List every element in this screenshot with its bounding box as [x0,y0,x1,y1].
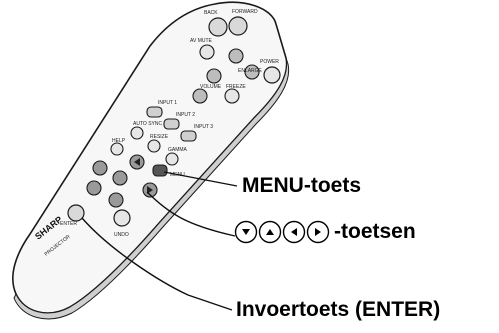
gamma-button[interactable] [165,152,179,166]
input-buttons: INPUT 1 INPUT 2 INPUT 3 [146,100,213,142]
power-label: POWER [260,59,279,65]
freeze-label: FREEZE [226,84,246,90]
input2-button[interactable] [163,118,180,130]
resize-button[interactable] [147,139,161,153]
av-mute-label: AV MUTE [190,38,213,44]
power-button[interactable] [263,66,281,84]
av-mute-button[interactable] [199,44,215,60]
back-button[interactable] [208,17,228,37]
input1-label: INPUT 1 [158,100,177,106]
enlarge-label: ENLARGE [238,68,263,74]
forward-button[interactable] [228,16,248,36]
auto-sync-label: AUTO SYNC [133,121,162,127]
freeze-button[interactable] [224,88,240,104]
input3-label: INPUT 3 [194,124,213,130]
enlarge-minus-button[interactable] [244,64,260,80]
back-forward-keys: BACK FORWARD [204,9,258,37]
remote-left2-button[interactable] [92,160,108,176]
undo-label: UNDO [114,232,129,238]
back-label: BACK [204,10,218,16]
input2-label: INPUT 2 [176,112,195,118]
enter-leader [81,217,233,311]
remote-up-button[interactable] [112,170,128,186]
gamma-label: GAMMA [168,147,188,153]
remote-control [12,1,290,320]
enlarge-plus-button[interactable] [228,48,244,64]
menu-button[interactable] [152,164,168,177]
enter-label: ENTER [60,221,77,227]
arrow-keys-callout: -toetsen [334,220,416,243]
enter-key-callout: Invoertoets (ENTER) [236,298,441,321]
volume-label: VOLUME [200,84,222,90]
auto-sync-button[interactable] [130,126,144,140]
help-label: HELP [112,138,126,144]
arrow-leader [146,191,236,237]
input1-button[interactable] [146,106,163,118]
menu-leader [163,171,238,187]
remote-down-button[interactable] [108,192,124,208]
resize-label: RESIZE [150,134,169,140]
volume-up-button[interactable] [206,68,222,84]
leader-lines [81,171,238,311]
help-button[interactable] [110,142,124,156]
volume-down-button[interactable] [192,88,208,104]
left-arrow-glyph [134,158,140,166]
arrow-pad [86,154,158,208]
right-arrow-glyph [147,186,153,194]
menu-key-callout: MENU-toets [242,174,361,197]
forward-label: FORWARD [232,9,258,15]
arrow-key-icons [234,220,330,244]
input3-button[interactable] [180,130,197,142]
undo-button[interactable] [113,209,131,227]
enter-button[interactable] [67,204,85,222]
remote-extra-button[interactable] [86,180,102,196]
